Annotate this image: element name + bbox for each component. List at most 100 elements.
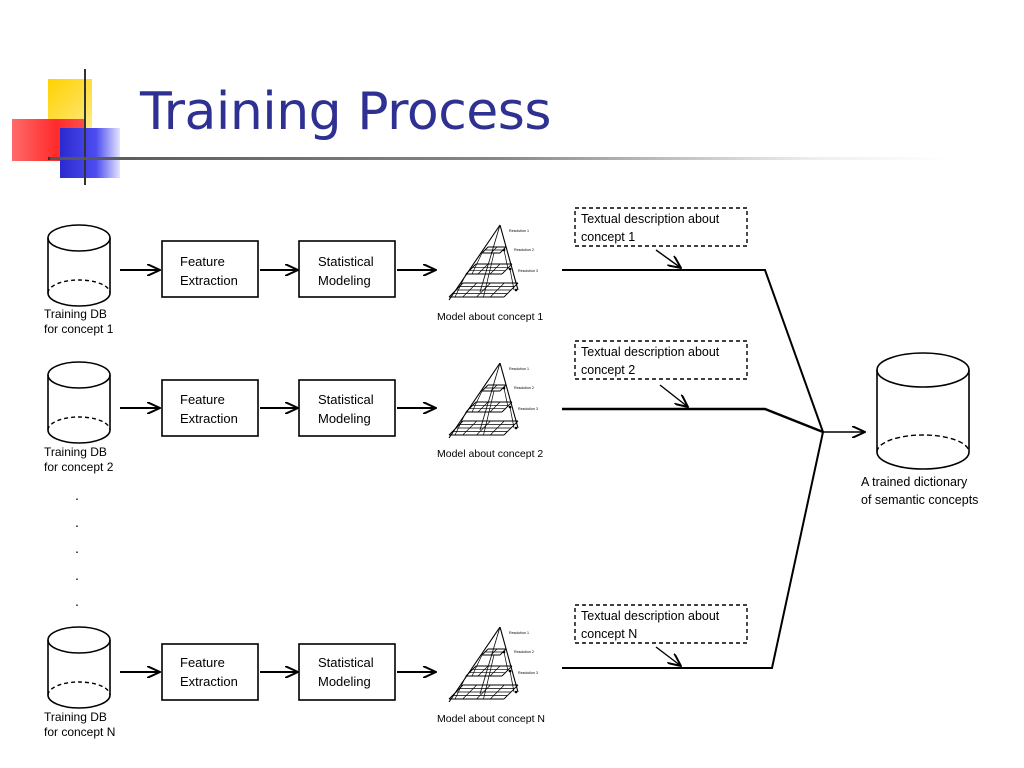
training-db-label: for concept 1 — [44, 322, 114, 336]
description-arrow — [655, 249, 681, 268]
pyramid-edge — [503, 249, 509, 270]
pyramid-edge — [454, 675, 467, 700]
feature-extraction-label: Feature — [180, 392, 225, 407]
pyramid-edge — [483, 273, 490, 298]
textual-description-box — [574, 604, 748, 644]
pyramid-edge — [499, 224, 519, 291]
textual-description-label: concept 2 — [581, 363, 635, 377]
ellipsis-dot: . — [75, 593, 79, 609]
textual-description-label: concept 1 — [581, 230, 635, 244]
pyramid-node — [514, 690, 518, 694]
ellipsis-dot: . — [75, 540, 79, 556]
description-arrow — [659, 384, 688, 407]
textual-description-label: concept N — [581, 627, 637, 641]
pyramid-edge — [488, 390, 495, 413]
statistical-modeling-label: Modeling — [318, 273, 371, 288]
merge-line — [562, 407, 824, 434]
pyramid-edge — [483, 411, 490, 436]
dictionary-label: A trained dictionary — [861, 475, 968, 489]
pyramid-edge — [501, 665, 513, 677]
concept-row-2: Training DB for concept 2 Feature Extrac… — [44, 340, 824, 474]
pyramid-edge — [509, 670, 515, 693]
model-caption: Model about concept 2 — [437, 448, 543, 460]
statistical-modeling-label: Statistical — [318, 655, 374, 670]
pyramid-node — [514, 426, 518, 430]
training-db-cylinder — [47, 626, 111, 709]
pyramid-edge — [490, 684, 505, 700]
pyramid-edge — [477, 263, 489, 275]
pyramid-edge — [471, 390, 483, 413]
pyramid-edge — [503, 387, 509, 408]
pyramid-edge — [477, 401, 489, 413]
pyramid-edge — [490, 282, 505, 298]
training-db-label: Training DB — [44, 307, 107, 321]
statistical-modeling-label: Modeling — [318, 411, 371, 426]
resolution-label: Resolution 3 — [518, 407, 538, 411]
pyramid-edge — [477, 665, 489, 677]
feature-extraction-label: Feature — [180, 254, 225, 269]
statistical-modeling-label: Statistical — [318, 392, 374, 407]
pyramid-edge — [499, 362, 519, 429]
textual-description-label: Textual description about — [581, 345, 720, 359]
resolution-label: Resolution 2 — [514, 386, 534, 390]
textual-description-box — [574, 340, 748, 380]
feature-extraction-box — [161, 240, 259, 298]
merge-line — [562, 269, 824, 433]
training-db-cylinder — [47, 361, 111, 444]
decorative-vertical-line — [84, 69, 86, 185]
model-caption: Model about concept N — [437, 713, 545, 725]
feature-extraction-box — [161, 379, 259, 437]
pyramid-edge — [503, 651, 509, 672]
feature-extraction-label: Extraction — [180, 273, 238, 288]
pyramid-edge — [488, 252, 495, 275]
statistical-modeling-box — [298, 643, 396, 701]
page-title: Training Process — [140, 82, 551, 142]
training-db-label: Training DB — [44, 445, 107, 459]
resolution-label: Resolution 3 — [518, 671, 538, 675]
textual-description-label: Textual description about — [581, 212, 720, 226]
concept-row-1: Training DB for concept 1 Feature Extrac… — [44, 207, 824, 433]
pyramid-edge — [454, 411, 467, 436]
statistical-modeling-box — [298, 240, 396, 298]
feature-extraction-label: Extraction — [180, 411, 238, 426]
pyramid-edge — [489, 665, 501, 677]
model-caption: Model about concept 1 — [437, 311, 543, 323]
resolution-label: Resolution 1 — [509, 229, 529, 233]
ellipsis-dot: . — [75, 567, 79, 583]
training-db-cylinder — [47, 224, 111, 307]
ellipsis-dot: . — [75, 487, 79, 503]
resolution-label: Resolution 1 — [509, 631, 529, 635]
pyramid-edge — [479, 224, 501, 293]
pyramid-edge — [479, 626, 501, 695]
pyramid-edge — [479, 362, 501, 431]
pyramid-edge — [465, 401, 477, 413]
pyramid-edge — [489, 263, 501, 275]
feature-extraction-box — [161, 643, 259, 701]
training-db-label: for concept 2 — [44, 460, 114, 474]
ellipsis-dots: . . . . . — [75, 487, 79, 609]
textual-description-label: Textual description about — [581, 609, 720, 623]
training-db-label: for concept N — [44, 725, 115, 739]
resolution-label: Resolution 1 — [509, 367, 529, 371]
dictionary-label: of semantic concepts — [861, 493, 978, 507]
pyramid-edge — [501, 401, 513, 413]
pyramid-edge — [488, 654, 495, 677]
statistical-modeling-box — [298, 379, 396, 437]
merge-line — [562, 431, 824, 669]
decorative-blue-square — [60, 128, 120, 178]
pyramid-model-icon: Resolution 1 Resolution 2 Resolution 3 — [448, 362, 538, 439]
pyramid-edge — [471, 252, 483, 275]
pyramid-edge — [509, 268, 515, 291]
textual-description-box — [574, 207, 748, 247]
pyramid-node — [514, 288, 518, 292]
pyramid-edge — [465, 263, 477, 275]
description-arrow — [655, 646, 681, 666]
title-underline — [50, 157, 950, 160]
pyramid-edge — [465, 665, 477, 677]
ellipsis-dot: . — [75, 514, 79, 530]
pyramid-edge — [448, 626, 501, 703]
pyramid-edge — [471, 654, 483, 677]
feature-extraction-label: Feature — [180, 655, 225, 670]
